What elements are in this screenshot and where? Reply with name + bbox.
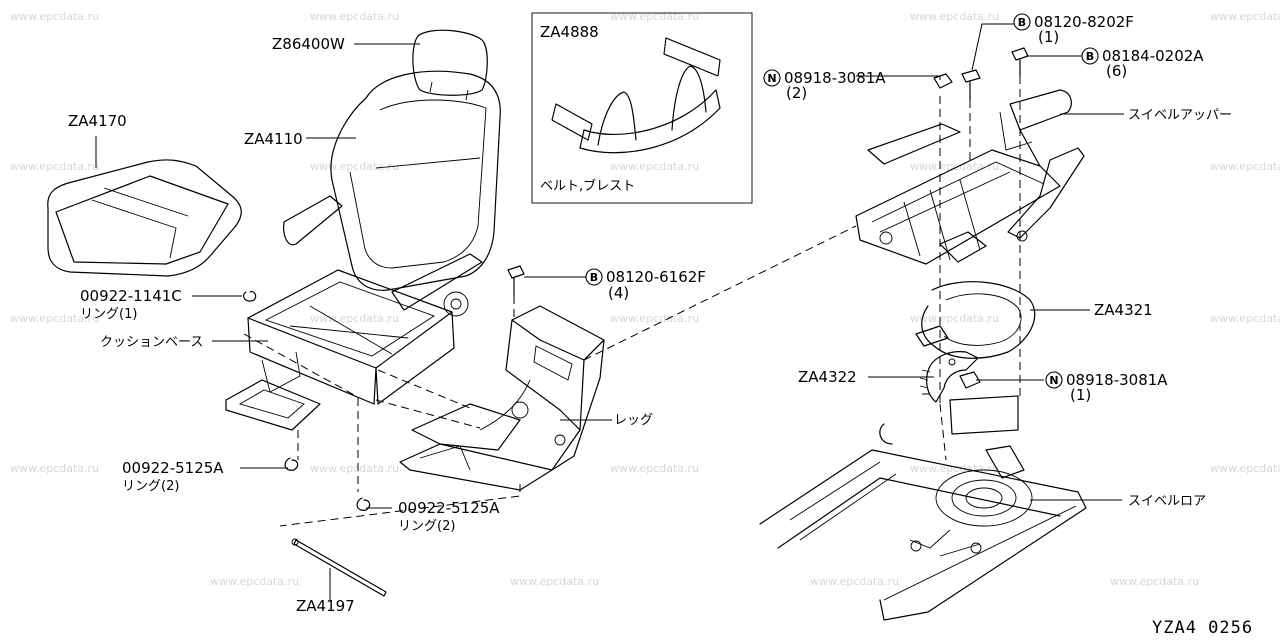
rod-drawing (291, 538, 387, 597)
label-nut-top-qty: (2) (786, 84, 807, 102)
fasteners (507, 47, 1029, 389)
watermark-text: www.epcdata.ru (1210, 160, 1280, 173)
label-leg: レッグ (614, 413, 653, 428)
watermark-text: www.epcdata.ru (1210, 462, 1280, 475)
watermark-text: www.epcdata.ru (610, 160, 699, 173)
watermark-text: www.epcdata.ru (610, 312, 699, 325)
label-nut-lower-no: 08918-3081A (1066, 371, 1168, 389)
inset-frame (531, 12, 753, 204)
watermark-text: www.epcdata.ru (810, 575, 899, 588)
label-cushion-base: クッションベース (100, 335, 203, 350)
ring-clips (242, 291, 371, 511)
label-headrest: Z86400W (272, 35, 345, 53)
diagram-code: YZA4 0256 (1152, 618, 1253, 638)
watermark-text: www.epcdata.ru (10, 10, 99, 23)
label-bolt-center-qty: (4) (608, 284, 629, 302)
watermark-text: www.epcdata.ru (10, 312, 99, 325)
watermark-text: www.epcdata.ru (1110, 575, 1199, 588)
leg-drawing (399, 305, 605, 491)
swivel-lower-drawing (759, 395, 1087, 621)
label-ring-left-desc: リング(2) (122, 479, 179, 494)
label-rod: ZA4197 (296, 597, 355, 615)
watermark-text: www.epcdata.ru (210, 575, 299, 588)
seat-back-drawing (283, 29, 501, 311)
label-plate: ZA4321 (1094, 301, 1153, 319)
bolt-marker-icon (1081, 47, 1099, 65)
label-bolt-right-no: 08184-0202A (1102, 47, 1204, 65)
gear-plate-drawing (919, 351, 979, 403)
nut-marker-letter: N (1049, 374, 1058, 387)
cushion-base-drawing (225, 269, 469, 431)
label-bolt-right-qty: (6) (1106, 62, 1127, 80)
bolt-marker-icon (1013, 13, 1031, 31)
watermark-text: www.epcdata.ru (910, 160, 999, 173)
label-swivel-lower: スイベルロア (1128, 494, 1206, 509)
label-bolt-top-qty: (1) (1038, 28, 1059, 46)
nut-marker-icon (1045, 371, 1063, 389)
watermark-text: www.epcdata.ru (310, 312, 399, 325)
watermark-text: www.epcdata.ru (310, 462, 399, 475)
label-ring-left-no: 00922-5125A (122, 459, 224, 477)
inset-belt: ZA4888 ベルト,ブレスト (531, 12, 753, 204)
watermark-text: www.epcdata.ru (10, 462, 99, 475)
nut-marker-letter: N (767, 72, 776, 85)
callout-labels: Z86400W ZA4170 ZA4110 00922-1141C リング(1)… (68, 13, 1232, 615)
seat-cushion-drawing (47, 159, 242, 277)
watermark-text: www.epcdata.ru (310, 10, 399, 23)
watermark-text: www.epcdata.ru (610, 10, 699, 23)
nut-marker-icon (763, 69, 781, 87)
inset-caption: ベルト,ブレスト (540, 178, 635, 194)
label-gear-plate: ZA4322 (798, 368, 857, 386)
label-ring-mid-no: 00922-5125A (398, 499, 500, 517)
watermark-text: www.epcdata.ru (510, 575, 599, 588)
bolt-marker-letter: B (590, 271, 598, 284)
belt-drawing (551, 37, 721, 154)
watermark-text: www.epcdata.ru (910, 10, 999, 23)
label-seat-back: ZA4110 (244, 130, 303, 148)
label-bolt-center-no: 08120-6162F (606, 268, 706, 286)
label-bolt-top-no: 08120-8202F (1034, 13, 1134, 31)
watermarks: www.epcdata.ru www.epcdata.ru www.epcdat… (10, 10, 1280, 588)
label-ring-mid-desc: リング(2) (398, 519, 455, 534)
watermark-text: www.epcdata.ru (10, 160, 99, 173)
bolt-marker-icon (585, 268, 603, 286)
watermark-text: www.epcdata.ru (1210, 10, 1280, 23)
watermark-text: www.epcdata.ru (610, 462, 699, 475)
watermark-text: www.epcdata.ru (310, 160, 399, 173)
label-nut-lower-qty: (1) (1070, 386, 1091, 404)
label-ring-upper-desc: リング(1) (80, 307, 137, 322)
assembly-lines (243, 76, 1021, 527)
label-cushion: ZA4170 (68, 112, 127, 130)
plate-za4321-drawing (915, 281, 1036, 359)
inset-code: ZA4888 (540, 23, 599, 41)
label-ring-upper-no: 00922-1141C (80, 287, 182, 305)
label-swivel-upper: スイベルアッパー (1128, 108, 1232, 123)
watermark-text: www.epcdata.ru (1210, 312, 1280, 325)
leader-lines (95, 23, 1124, 600)
label-nut-top-no: 08918-3081A (784, 69, 886, 87)
watermark-text: www.epcdata.ru (910, 312, 999, 325)
bolt-marker-letter: B (1018, 16, 1026, 29)
bolt-marker-letter: B (1086, 50, 1094, 63)
swivel-upper-drawing (855, 89, 1085, 265)
